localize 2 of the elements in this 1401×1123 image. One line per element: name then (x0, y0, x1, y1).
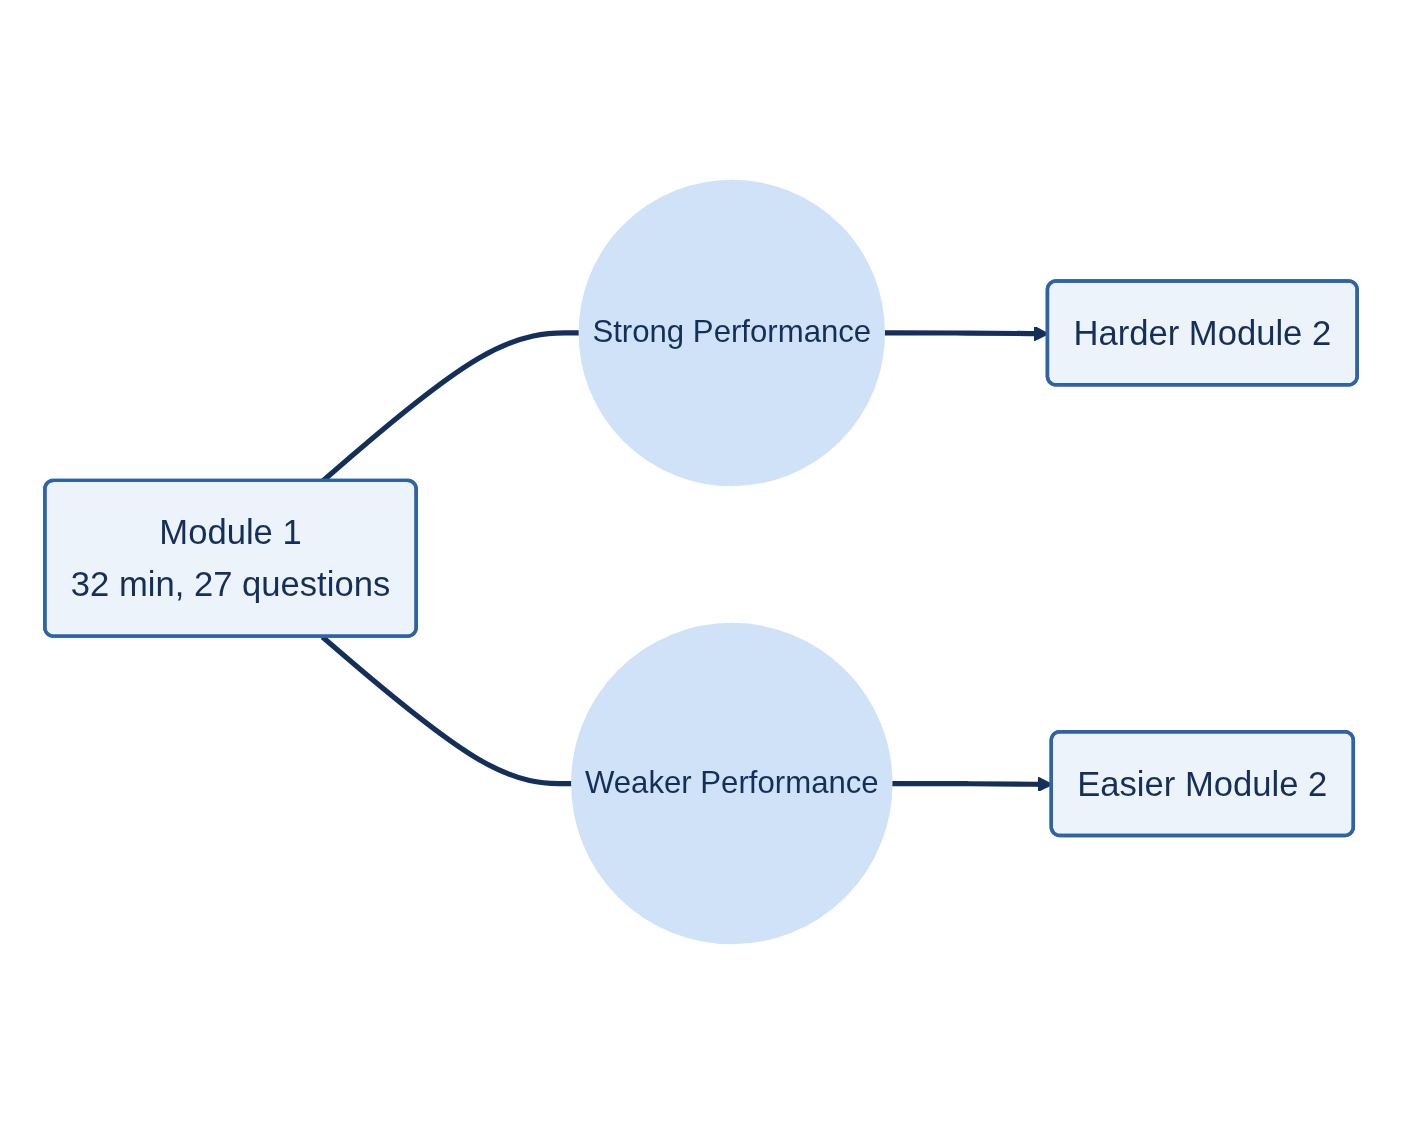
node-circle: Strong Performance (578, 179, 885, 486)
node-circle: Weaker Performance (570, 622, 893, 944)
